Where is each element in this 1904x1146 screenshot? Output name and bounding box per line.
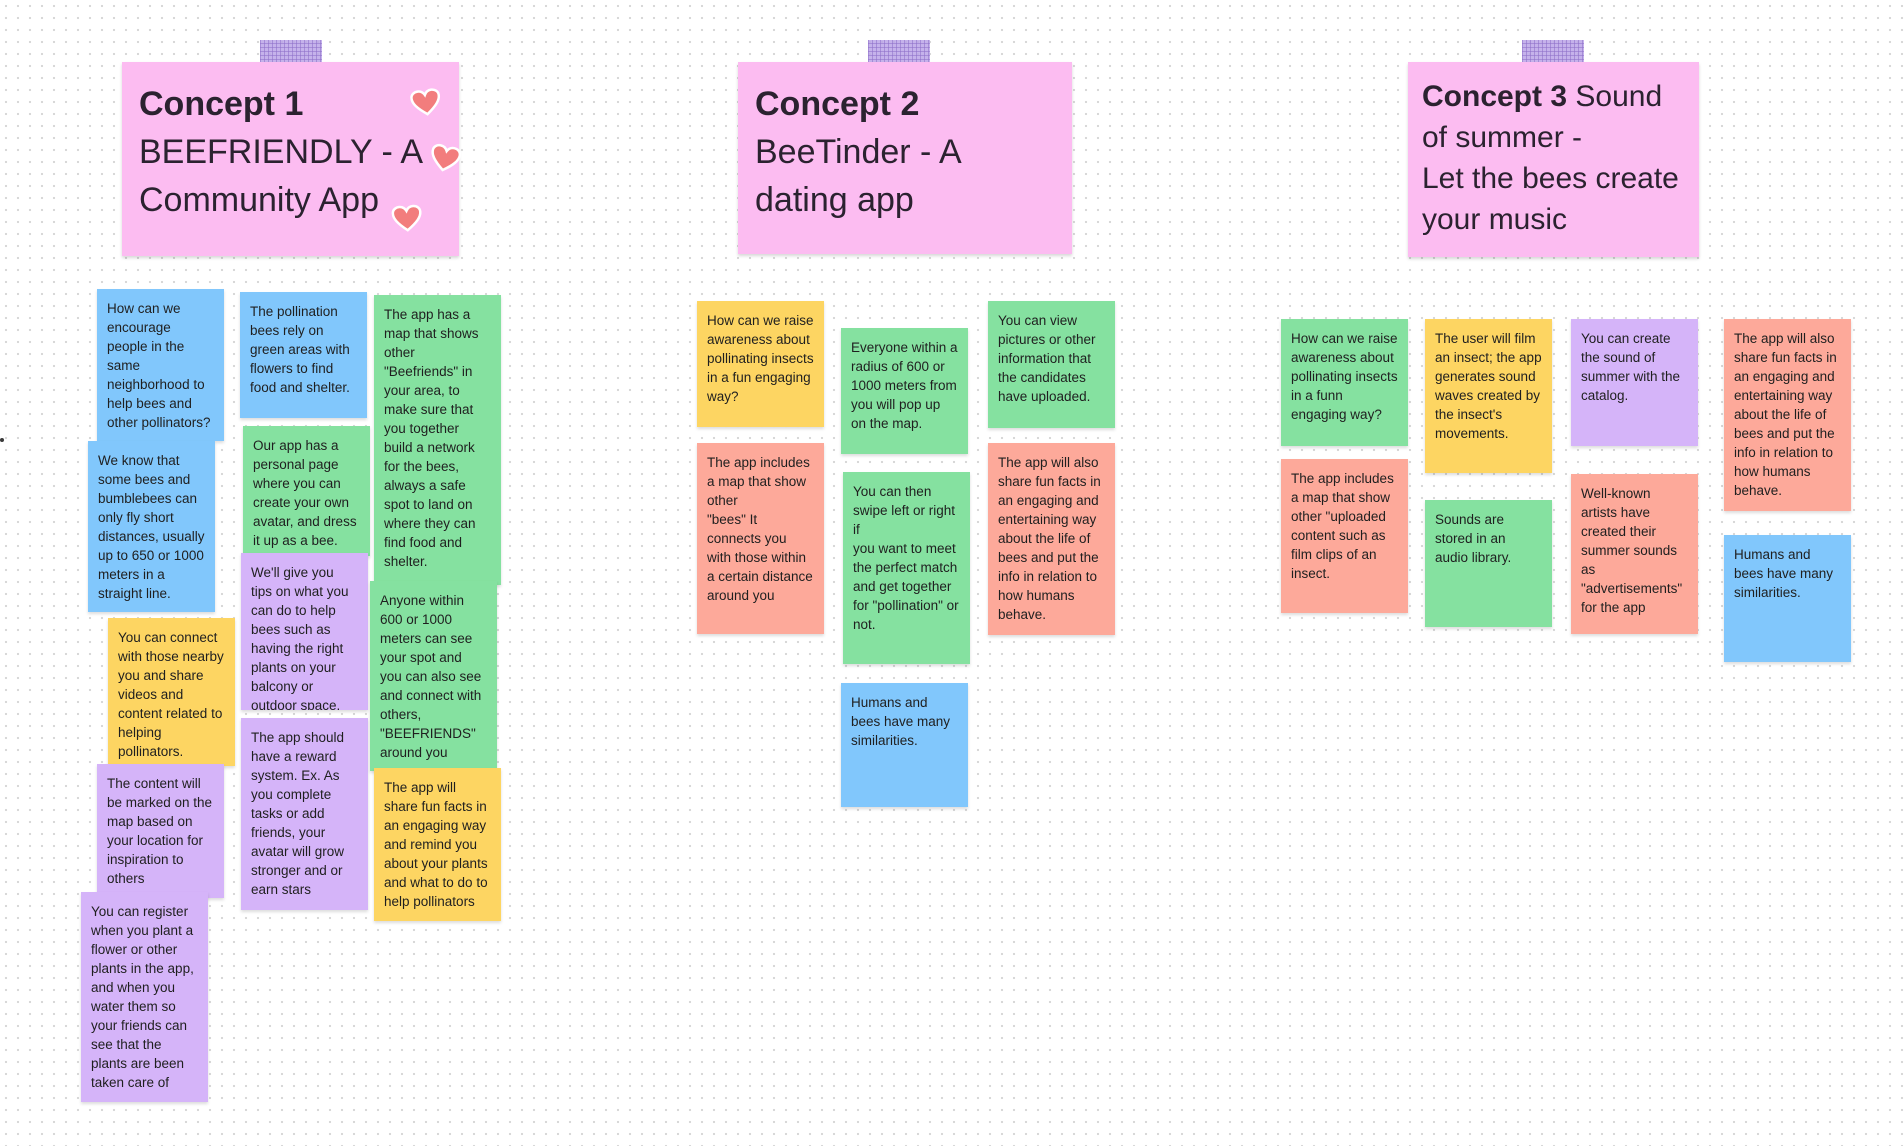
sticky-note[interactable]: How can we encourage people in the same …	[97, 289, 224, 441]
sticky-note[interactable]: You can then swipe left or right if you …	[843, 472, 970, 664]
sticky-note[interactable]: Anyone within 600 or 1000 meters can see…	[370, 581, 497, 771]
sticky-note[interactable]: Humans and bees have many similarities.	[1724, 535, 1851, 662]
concept-1-label: Concept 1	[139, 85, 304, 123]
sticky-note[interactable]: The pollination bees rely on green areas…	[240, 292, 367, 418]
sticky-note[interactable]: Humans and bees have many similarities.	[841, 683, 968, 807]
sticky-note[interactable]: The app includes a map that show other "…	[697, 443, 824, 634]
concept-3-title: Sound of summer - Let the bees create yo…	[1422, 80, 1679, 236]
sticky-note[interactable]: We'll give you tips on what you can do t…	[241, 553, 368, 710]
sticky-note[interactable]: You can register when you plant a flower…	[81, 892, 208, 1102]
sticky-note[interactable]: How can we raise awareness about pollina…	[1281, 319, 1408, 446]
sticky-note[interactable]: Our app has a personal page where you ca…	[243, 426, 370, 556]
heart-icon	[431, 143, 462, 172]
sticky-note[interactable]: You can view pictures or other informati…	[988, 301, 1115, 428]
sticky-note[interactable]: How can we raise awareness about pollina…	[697, 301, 824, 427]
sticky-note[interactable]: Sounds are stored in an audio library.	[1425, 500, 1552, 627]
sticky-note[interactable]: Well-known artists have created their su…	[1571, 474, 1698, 634]
sticky-note[interactable]: The app will also share fun facts in an …	[988, 443, 1115, 635]
canvas-edge-marker	[0, 438, 4, 442]
concept-2-label: Concept 2	[755, 85, 920, 123]
sticky-note[interactable]: The content will be marked on the map ba…	[97, 764, 224, 898]
sticky-note[interactable]: Everyone within a radius of 600 or 1000 …	[841, 328, 968, 454]
sticky-note[interactable]: You can connect with those nearby you an…	[108, 618, 235, 766]
concept-3-label: Concept 3	[1422, 80, 1568, 113]
sticky-note[interactable]: The app will also share fun facts in an …	[1724, 319, 1851, 511]
heart-icon	[391, 204, 422, 232]
heart-icon	[410, 88, 441, 116]
sticky-note[interactable]: The app will share fun facts in an engag…	[374, 768, 501, 921]
concept-1-title: BEEFRIENDLY - A Community App	[139, 133, 422, 219]
sticky-note[interactable]: The user will film an insect; the app ge…	[1425, 319, 1552, 473]
sticky-note[interactable]: The app has a map that shows other "Beef…	[374, 295, 501, 585]
concept-2-header[interactable]: Concept 2 BeeTinder - A dating app	[738, 62, 1072, 254]
concept-3-header[interactable]: Concept 3 Sound of summer - Let the bees…	[1408, 62, 1699, 257]
sticky-note[interactable]: We know that some bees and bumblebees ca…	[88, 441, 215, 612]
sticky-note[interactable]: The app includes a map that show other "…	[1281, 459, 1408, 613]
concept-2-title: BeeTinder - A dating app	[755, 133, 960, 219]
sticky-note[interactable]: You can create the sound of summer with …	[1571, 319, 1698, 446]
sticky-note[interactable]: The app should have a reward system. Ex.…	[241, 718, 368, 910]
